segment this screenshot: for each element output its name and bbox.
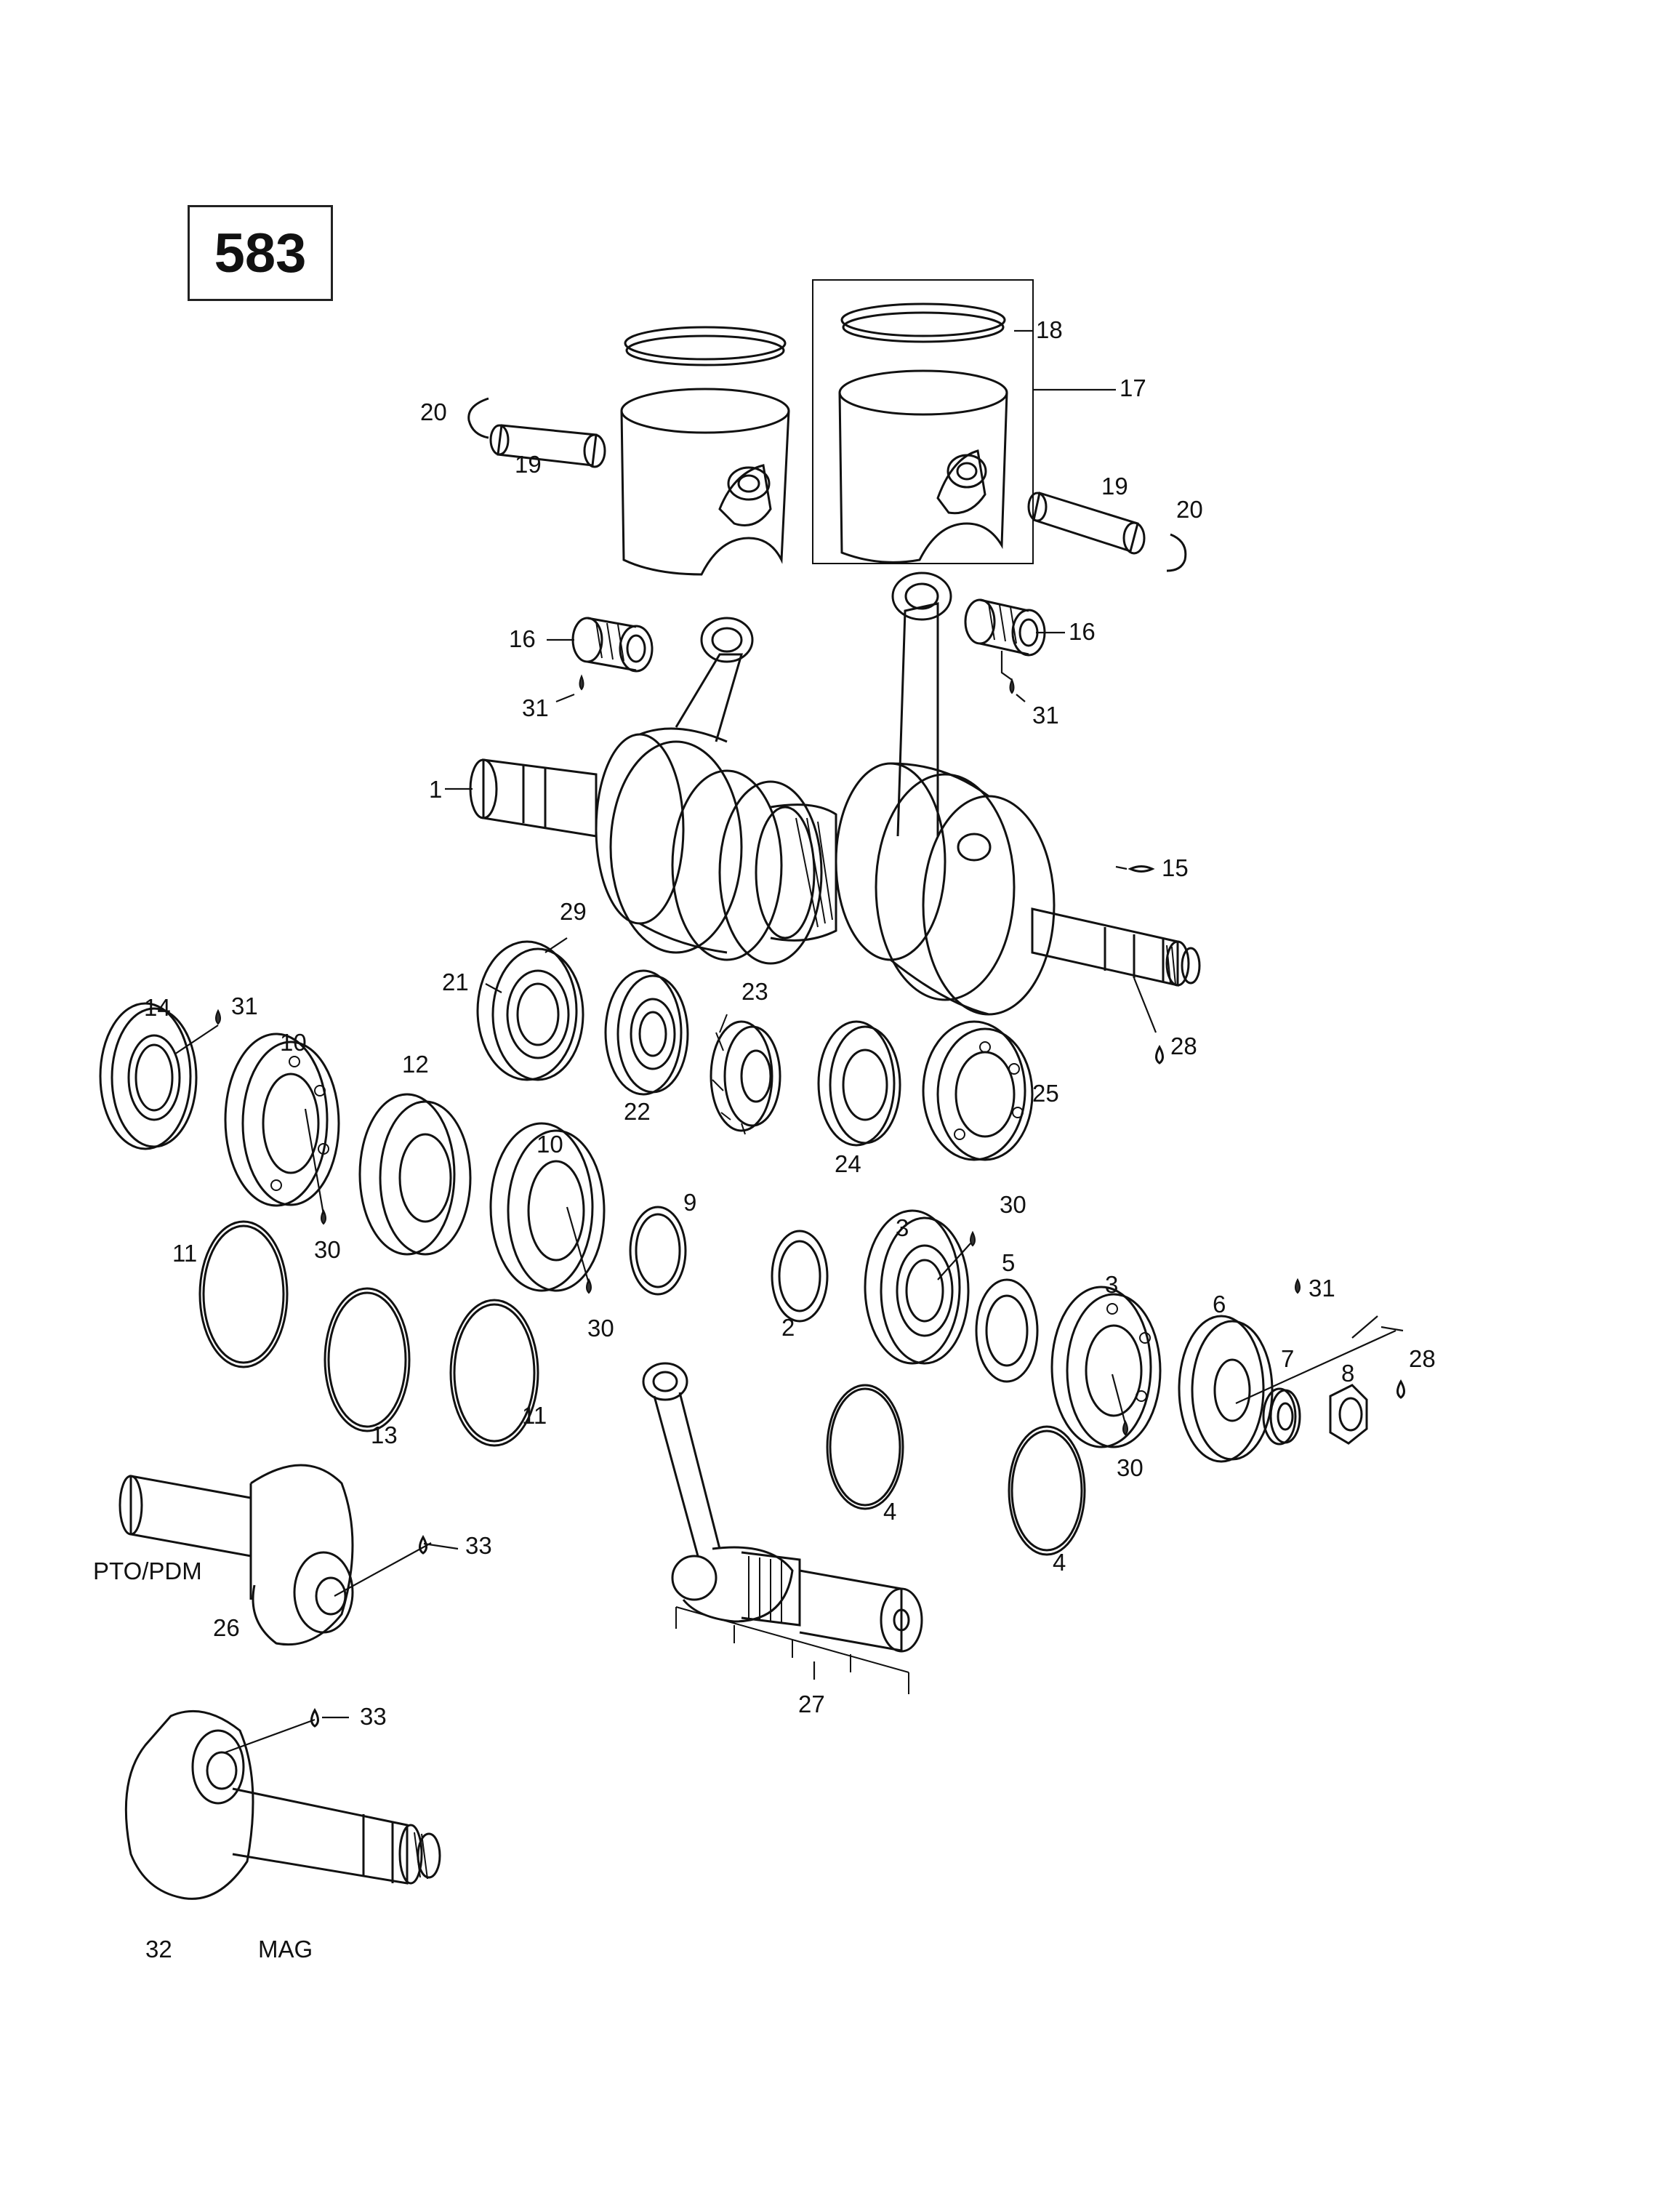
- o-ring-4-left: [826, 1384, 904, 1510]
- callout-33-mag: 33: [360, 1703, 387, 1730]
- label-pto: PTO/PDM: [93, 1557, 202, 1584]
- needle-bearing-left: [571, 617, 654, 673]
- callout-30-b: 30: [587, 1315, 614, 1342]
- callout-11-left: 11: [172, 1240, 197, 1267]
- callout-16-right: 16: [1069, 618, 1096, 645]
- callout-5: 5: [1002, 1249, 1015, 1276]
- bearing-10-left: [224, 1033, 340, 1207]
- shim-5: [975, 1278, 1039, 1383]
- seal-22: [604, 969, 689, 1096]
- callout-31-b: 31: [522, 694, 549, 721]
- callout-20-left: 20: [420, 398, 447, 425]
- crank-half-mag-32: [124, 1709, 441, 1900]
- piston-left: [620, 326, 790, 576]
- callout-8: 8: [1341, 1360, 1354, 1387]
- crank-half-pto-26: [118, 1464, 354, 1646]
- seal-24: [817, 1020, 901, 1147]
- circlip-left: [467, 397, 489, 439]
- bearing-12: [358, 1093, 472, 1256]
- callout-17: 17: [1120, 374, 1146, 401]
- callout-11-right: 11: [522, 1402, 547, 1429]
- o-ring-4-right: [1008, 1425, 1086, 1556]
- bearing-10-right: [489, 1122, 606, 1292]
- callout-3-right: 3: [1105, 1271, 1118, 1298]
- callout-labels: 1 2 3 3 4 4 5 6 7 8 9 10 10 11 11 12 13 …: [93, 316, 1436, 1963]
- seal-6: [1178, 1315, 1274, 1463]
- circlip-right: [1166, 533, 1187, 572]
- callout-22: 22: [624, 1098, 651, 1125]
- callout-3-left: 3: [896, 1214, 909, 1241]
- callout-10-right: 10: [536, 1131, 563, 1158]
- callout-20-right: 20: [1176, 496, 1203, 523]
- bearing-3-right: [1050, 1286, 1162, 1448]
- washer-7: [1262, 1387, 1301, 1446]
- bearing-25: [922, 1020, 1034, 1161]
- o-ring-13: [323, 1287, 411, 1432]
- piston-pin-right: [1027, 492, 1146, 555]
- callout-30-d: 30: [1117, 1454, 1144, 1481]
- callout-26: 26: [213, 1614, 240, 1641]
- callout-24: 24: [835, 1150, 861, 1177]
- callout-2: 2: [781, 1314, 795, 1341]
- callout-30-c: 30: [1000, 1191, 1026, 1218]
- callout-6: 6: [1213, 1291, 1226, 1318]
- shim-9: [629, 1206, 687, 1296]
- piston-pin-left: [489, 424, 606, 468]
- callout-33-pto: 33: [465, 1532, 492, 1559]
- callout-15: 15: [1162, 854, 1189, 881]
- piston-kit-box: [812, 279, 1034, 564]
- callout-13: 13: [371, 1422, 398, 1448]
- oil-drop-icons: [215, 674, 1405, 1728]
- callout-10-left: 10: [280, 1029, 307, 1056]
- callout-28-nut: 28: [1409, 1345, 1436, 1372]
- callout-1: 1: [429, 776, 442, 803]
- o-ring-11-right: [449, 1299, 539, 1447]
- callout-21: 21: [442, 969, 469, 995]
- seal-14: [99, 1002, 198, 1150]
- o-ring-11-left: [198, 1220, 289, 1368]
- diagram-number-box: 583: [188, 205, 333, 301]
- callout-25: 25: [1032, 1080, 1059, 1107]
- shim-2: [771, 1230, 829, 1323]
- nut-8: [1329, 1384, 1368, 1445]
- callout-23: 23: [741, 978, 768, 1005]
- crankshaft-assembly: [469, 572, 1201, 1016]
- gear-23: [710, 1014, 781, 1135]
- callout-31-d: 31: [1309, 1275, 1335, 1302]
- callout-4-left: 4: [883, 1498, 896, 1525]
- callout-31-a: 31: [231, 993, 258, 1019]
- callout-30-a: 30: [314, 1236, 341, 1263]
- callout-9: 9: [683, 1189, 696, 1216]
- bearing-21: [476, 940, 584, 1081]
- callout-31-c: 31: [1032, 702, 1059, 729]
- connecting-rod-27: [642, 1362, 923, 1694]
- callout-29: 29: [560, 898, 587, 925]
- callout-19-right: 19: [1101, 473, 1128, 500]
- callout-12: 12: [402, 1051, 429, 1078]
- callout-14: 14: [144, 994, 171, 1021]
- bearing-3-left: [864, 1209, 970, 1365]
- callout-27: 27: [798, 1691, 825, 1717]
- needle-bearing-right: [964, 598, 1046, 657]
- callout-19-left: 19: [515, 451, 542, 478]
- callout-18: 18: [1036, 316, 1063, 343]
- callout-4-right: 4: [1053, 1549, 1066, 1576]
- callout-32: 32: [145, 1936, 172, 1963]
- callout-16-left: 16: [509, 625, 536, 652]
- label-mag: MAG: [258, 1936, 313, 1963]
- callout-28-main: 28: [1170, 1033, 1197, 1059]
- callout-7: 7: [1281, 1345, 1294, 1372]
- leader-lines: [174, 329, 1404, 1754]
